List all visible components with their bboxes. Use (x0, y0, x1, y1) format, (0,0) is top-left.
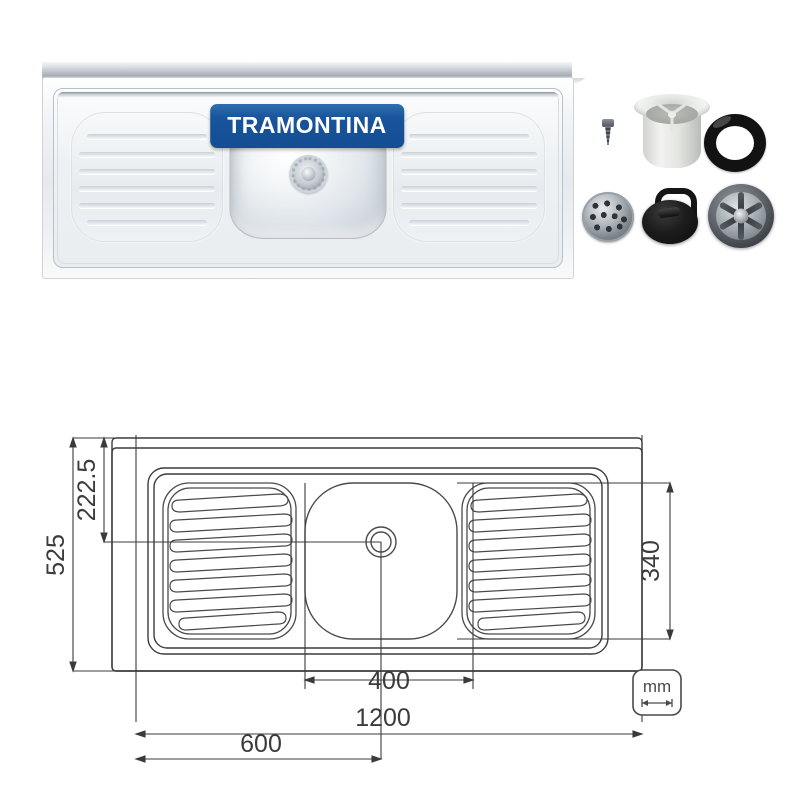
drainboard-groove (401, 186, 537, 191)
drainboard-groove (409, 220, 529, 225)
sink-outline-group (111, 437, 643, 672)
sink-outline-outer (111, 437, 643, 672)
drainboard-groove (401, 169, 537, 174)
dimension-bowl-depth: 340 (637, 540, 665, 582)
drainboard-groove (79, 186, 215, 191)
chrome-drain-cover-part (708, 184, 774, 248)
sink-product-photo: TRAMONTINA (42, 62, 574, 279)
screw-shaft-icon (605, 126, 611, 145)
strainer-spoke-icon (670, 114, 674, 130)
accessories-group (578, 92, 778, 267)
drainboard-right (393, 112, 545, 242)
dimension-lines (69, 435, 674, 763)
dimension-bowl-center-from-back: 222.5 (73, 459, 101, 522)
sink-top-shine (57, 92, 559, 98)
product-photo-block: TRAMONTINA (0, 0, 800, 330)
rubber-stopper-part (640, 188, 700, 246)
dimension-overall-depth: 525 (42, 534, 70, 576)
drainboard-groove (79, 152, 215, 157)
unit-badge: mm (632, 669, 682, 716)
drainboard-groove (401, 203, 537, 208)
perforated-strainer-part (582, 192, 634, 242)
dimension-overall-width: 1200 (355, 704, 411, 732)
dimension-half-width: 600 (240, 730, 282, 758)
unit-badge-label: mm (643, 677, 671, 696)
drainboard-groove (409, 134, 529, 139)
strainer-body-part (634, 94, 710, 174)
sink-outline-inner2 (153, 473, 603, 649)
cover-hub (733, 208, 749, 224)
unit-badge-arrow-icon (641, 699, 673, 707)
sink-drain-icon (289, 155, 327, 193)
drainboard-left (71, 112, 223, 242)
dimension-bowl-width: 400 (368, 667, 410, 695)
cover-spoke-icon (738, 216, 744, 240)
rubber-gasket-ring-part (704, 113, 766, 172)
tramontina-logo: TRAMONTINA (210, 104, 404, 148)
drainboard-groove (79, 169, 215, 174)
screw-head-icon (602, 119, 614, 127)
perforation-holes (587, 197, 629, 237)
sink-body (42, 77, 574, 279)
technical-drawing-svg: 1200 600 525 222.5 340 400 mm (42, 435, 682, 763)
drainboard-groove (87, 220, 207, 225)
drawing-drainboard-left (162, 482, 297, 640)
drawing-drainboard-right (461, 482, 596, 640)
screw-part (602, 119, 614, 145)
sink-backsplash (42, 62, 572, 79)
technical-drawing: 1200 600 525 222.5 340 400 mm (0, 340, 800, 800)
perforated-disc-icon (582, 192, 634, 242)
drainboard-groove (401, 152, 537, 157)
drainboard-groove (87, 134, 207, 139)
stopper-cap-icon (642, 200, 698, 244)
strainer-hub (668, 111, 676, 118)
sink-outline-inner1 (147, 467, 609, 655)
drainboard-groove (79, 203, 215, 208)
